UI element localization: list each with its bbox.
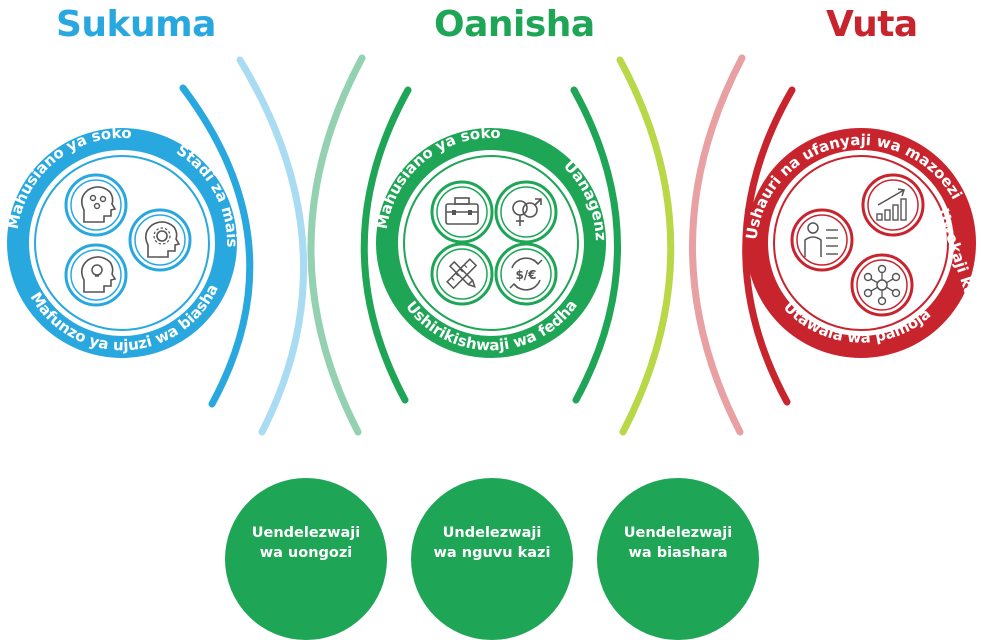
- bubble-business-development: Uendelezwaji wa biashara: [597, 478, 759, 640]
- person-checklist-icon: [790, 208, 854, 272]
- vuta-arcs: [689, 54, 796, 436]
- vuta-arc-outer: [689, 54, 746, 436]
- oanisha-arc-left-outer: [307, 54, 366, 436]
- title-vuta: Vuta: [826, 4, 918, 45]
- title-oanisha: Oanisha: [434, 4, 595, 45]
- bubble-2-line2: wa nguvu kazi: [433, 545, 551, 561]
- oanisha-arcs: [307, 54, 675, 436]
- gender-symbols-icon: [494, 180, 558, 244]
- bubble-workforce-development: Undelezwaji wa nguvu kazi: [411, 478, 573, 640]
- vuta-ring: Ushauri na ufanyaji wa mazoezi Utawala w…: [746, 128, 976, 358]
- title-sukuma: Sukuma: [56, 4, 216, 45]
- head-network-icon: [64, 173, 128, 237]
- bubble-leadership-development: Uendelezwaji wa uongozi: [225, 478, 387, 640]
- bubble-3-line1: Uendelezwaji: [623, 525, 733, 541]
- bubble-3-line2: wa biashara: [628, 545, 728, 561]
- bubble-1-line2: wa uongozi: [259, 545, 353, 561]
- sukuma-ring: Mahusiano ya soko Stadi za maisha Mafunz…: [0, 0, 241, 358]
- oanisha-arc-left-inner: [360, 86, 412, 404]
- oanisha-arc-right-inner: [570, 86, 621, 404]
- oanisha-arc-right-outer: [616, 56, 675, 436]
- sukuma-arcs: [179, 56, 308, 436]
- network-nodes-icon: [850, 253, 914, 317]
- toolbox-icon: [430, 180, 494, 244]
- diagram-canvas: Mahusiano ya soko Stadi za maisha Mafunz…: [0, 0, 976, 436]
- growth-chart-icon: [861, 173, 925, 237]
- head-lightbulb-icon: [64, 243, 128, 307]
- vuta-arc-inner: [742, 86, 796, 406]
- bubble-2-line1: Undelezwaji: [442, 525, 542, 541]
- svg-text:$/€: $/€: [515, 268, 536, 282]
- currency-exchange-icon: $/€: [494, 242, 558, 306]
- pencil-ruler-icon: [430, 242, 494, 306]
- bubble-1-line1: Uendelezwaji: [251, 525, 361, 541]
- sukuma-arc-inner: [179, 84, 254, 408]
- sukuma-arc-outer: [236, 56, 308, 436]
- head-gear-icon: [128, 208, 192, 272]
